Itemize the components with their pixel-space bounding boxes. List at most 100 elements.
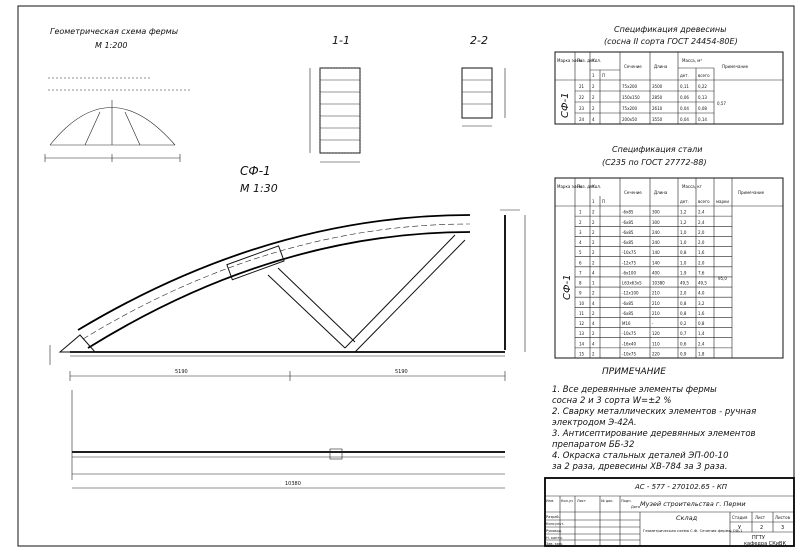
svg-text:сосна 2 и 3 сорта W=±2 %: сосна 2 и 3 сорта W=±2 % [552, 396, 671, 406]
svg-text:Зав. каф.: Зав. каф. [546, 542, 563, 546]
svg-text:(сосна II сорта ГОСТ 24454-80Е: (сосна II сорта ГОСТ 24454-80Е) [604, 37, 738, 46]
svg-text:5190: 5190 [175, 369, 188, 375]
steel-cell: 210 [652, 291, 660, 296]
steel-cell: -12х75 [622, 260, 636, 265]
steel-cell: 2,4 [698, 210, 705, 215]
svg-text:П: П [602, 199, 605, 204]
steel-cell: 12 [579, 321, 585, 326]
svg-text:Кол.: Кол. [592, 58, 601, 63]
steel-cell: -6х85 [622, 210, 634, 215]
steel-cell: 2 [592, 311, 595, 316]
steel-cell: 10 [579, 301, 585, 306]
svg-text:2. Сварку металлических элемен: 2. Сварку металлических элементов - ручн… [552, 407, 756, 417]
steel-cell: 2,0 [680, 291, 687, 296]
steel-cell: 1,9 [680, 270, 687, 275]
steel-cell: -6х85 [622, 220, 634, 225]
svg-text:1: 1 [592, 199, 595, 204]
svg-text:Поз. дет.: Поз. дет. [577, 184, 596, 189]
steel-cell: 210 [652, 311, 660, 316]
geometry-scheme: Геометрическая схема фермы М 1:200 [44, 27, 190, 162]
svg-text:(С235 по ГОСТ 27772-88): (С235 по ГОСТ 27772-88) [602, 158, 707, 167]
svg-text:Спецификация стали: Спецификация стали [612, 145, 702, 154]
svg-text:23: 23 [579, 106, 585, 111]
svg-text:марки: марки [716, 199, 729, 204]
svg-text:200х50: 200х50 [622, 117, 638, 122]
svg-text:1: 1 [592, 73, 595, 78]
steel-cell: 1,2 [680, 220, 687, 225]
svg-text:0,14: 0,14 [698, 117, 707, 122]
svg-text:Марка элем.: Марка элем. [557, 58, 583, 63]
geometry-scale: М 1:200 [95, 41, 128, 50]
steel-cell: 220 [652, 352, 660, 357]
steel-cell: 4 [592, 341, 595, 346]
svg-text:всего: всего [698, 73, 710, 78]
steel-cell: 0,8 [680, 250, 687, 255]
steel-cell: 7 [579, 270, 582, 275]
steel-cell: 2,0 [698, 230, 705, 235]
section-2-2: 2-2 [461, 34, 506, 127]
steel-cell: 0,6 [680, 341, 687, 346]
svg-text:Масса, кг: Масса, кг [682, 184, 702, 189]
steel-cell: 49,5 [698, 281, 707, 286]
svg-text:0,08: 0,08 [698, 106, 707, 111]
svg-text:Геометрическая схема С.Ф. Сече: Геометрическая схема С.Ф. Сечения фермы … [643, 528, 743, 533]
svg-text:3. Антисептирование деревянных: 3. Антисептирование деревянных элементов [552, 429, 756, 439]
steel-cell: 2 [592, 331, 595, 336]
svg-text:всего: всего [698, 199, 710, 204]
svg-text:2-2: 2-2 [470, 34, 488, 47]
steel-cell: -16х40 [622, 341, 636, 346]
steel-cell: 240 [652, 240, 660, 245]
steel-cell: -10х75 [622, 250, 636, 255]
steel-cell: 3 [579, 230, 582, 235]
svg-text:Консульт.: Консульт. [546, 522, 564, 526]
svg-text:Сечение: Сечение [624, 64, 642, 69]
svg-text:95,0: 95,0 [718, 276, 727, 281]
svg-text:2: 2 [760, 525, 763, 531]
svg-text:дет.: дет. [680, 199, 689, 204]
steel-cell: 6 [579, 260, 582, 265]
steel-cell: 0,8 [680, 301, 687, 306]
steel-cell: 300 [652, 210, 660, 215]
steel-cell: 4 [592, 321, 595, 326]
steel-cell: 7,6 [698, 270, 705, 275]
svg-text:Длина: Длина [654, 190, 668, 195]
title-block: АС - 577 - 270102.65 - КП Музей строител… [544, 477, 795, 547]
steel-cell: 2 [579, 220, 582, 225]
svg-text:Масса, м³: Масса, м³ [682, 58, 702, 63]
section-1-1: 1-1 [309, 34, 361, 163]
steel-cell: 2 [592, 250, 595, 255]
svg-text:препаратом ББ-32: препаратом ББ-32 [552, 440, 634, 450]
svg-text:Изм.: Изм. [546, 499, 554, 503]
svg-text:Спецификация древесины: Спецификация древесины [614, 25, 726, 34]
steel-cell: 1,8 [698, 352, 705, 357]
svg-text:1. Все деревянные элементы фер: 1. Все деревянные элементы фермы [552, 385, 717, 395]
steel-cell: -6х85 [622, 311, 634, 316]
steel-cell: -6х100 [622, 270, 636, 275]
truss-mark: СФ-1 [240, 164, 271, 178]
steel-cell: 4 [592, 270, 595, 275]
spec-steel-table: Спецификация стали (С235 по ГОСТ 27772-8… [554, 145, 784, 359]
steel-cell: -6х85 [622, 301, 634, 306]
svg-text:Лист: Лист [577, 499, 586, 503]
steel-cell: 11 [579, 311, 585, 316]
svg-text:3550: 3550 [652, 117, 663, 122]
svg-text:СФ-1: СФ-1 [562, 274, 573, 300]
geometry-title: Геометрическая схема фермы [50, 27, 178, 36]
steel-cell: 2,4 [698, 341, 705, 346]
svg-text:0,06: 0,06 [680, 95, 689, 100]
svg-text:Подп.: Подп. [621, 499, 632, 503]
svg-text:Примечание: Примечание [722, 64, 749, 69]
steel-cell: 1,2 [680, 210, 687, 215]
steel-cell: 120 [652, 331, 660, 336]
steel-cell: 2 [592, 220, 595, 225]
stamp-sheet-name: Склад [676, 514, 698, 522]
steel-cell: 1,0 [680, 230, 687, 235]
steel-cell: 2,4 [698, 220, 705, 225]
steel-cell: -10х75 [622, 352, 636, 357]
svg-text:75х200: 75х200 [622, 84, 638, 89]
steel-cell: 110 [652, 341, 660, 346]
svg-text:кафедра СКиВК: кафедра СКиВК [744, 541, 786, 547]
svg-text:за 2 раза, древесины ХВ-784 за: за 2 раза, древесины ХВ-784 за 3 раза. [552, 462, 727, 472]
svg-text:Разраб.: Разраб. [546, 515, 560, 519]
svg-text:Длина: Длина [654, 64, 668, 69]
